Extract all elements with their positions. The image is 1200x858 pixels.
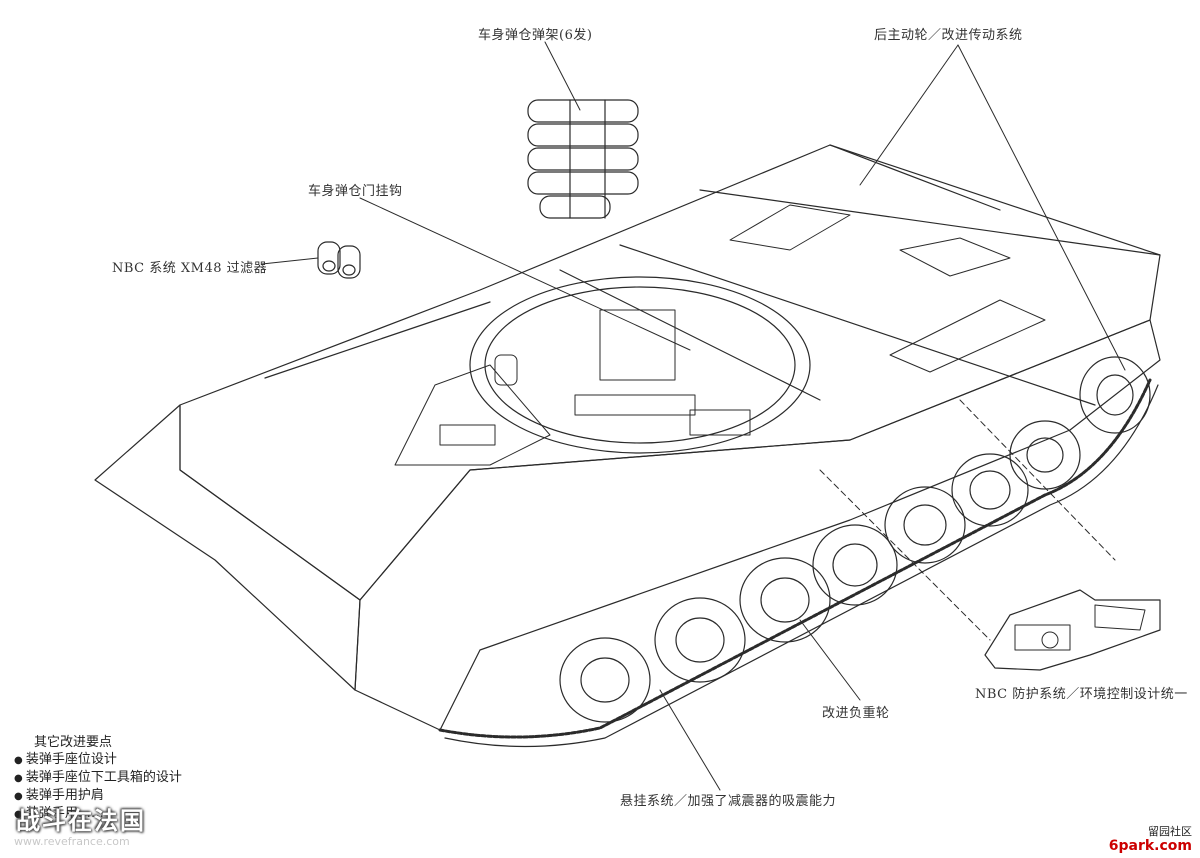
notes-title: 其它改进要点 bbox=[34, 735, 113, 750]
label-nbc-system: NBC 防护系统／环境控制设计统一 bbox=[975, 687, 1188, 702]
track-drawing bbox=[438, 378, 1159, 748]
watermark-left-main: 战斗在法国 bbox=[16, 807, 146, 835]
watermark-left: 战斗在法国 www.revefrance.com bbox=[8, 806, 148, 850]
watermark-right-bottom: 6park.com bbox=[1108, 838, 1192, 854]
nbc-system-drawing bbox=[984, 589, 1161, 671]
notes-item: 装弹手座位设计 bbox=[14, 751, 182, 769]
label-hull-ammo-rack: 车身弹仓弹架(6发) bbox=[478, 28, 593, 43]
notes-item: 装弹手用…… bbox=[14, 805, 182, 823]
watermark-left-url: www.revefrance.com bbox=[14, 835, 130, 848]
hull-drawing bbox=[94, 144, 1161, 731]
improvement-notes: 其它改进要点 装弹手座位设计 装弹手座位下工具箱的设计 装弹手用护肩 装弹手用…… bbox=[14, 734, 182, 823]
label-nbc-filter: NBC 系统 XM48 过滤器 bbox=[112, 261, 268, 276]
ammo-rack-drawing bbox=[527, 99, 639, 219]
road-wheels-drawing bbox=[559, 356, 1151, 723]
notes-item: 装弹手座位下工具箱的设计 bbox=[14, 769, 182, 787]
notes-item: 装弹手用护肩 bbox=[14, 787, 182, 805]
watermark-right-top: 留园社区 bbox=[1148, 825, 1192, 838]
label-suspension: 悬挂系统／加强了减震器的吸震能力 bbox=[620, 794, 837, 809]
nbc-filter-drawing bbox=[317, 241, 361, 279]
watermark-right: 留园社区 6park.com bbox=[1108, 825, 1192, 855]
label-hatch-hook: 车身弹仓门挂钩 bbox=[308, 184, 403, 199]
label-road-wheel: 改进负重轮 bbox=[822, 706, 890, 721]
label-rear-drive-sprocket: 后主动轮／改进传动系统 bbox=[874, 28, 1023, 43]
leader-lines bbox=[261, 41, 1126, 791]
